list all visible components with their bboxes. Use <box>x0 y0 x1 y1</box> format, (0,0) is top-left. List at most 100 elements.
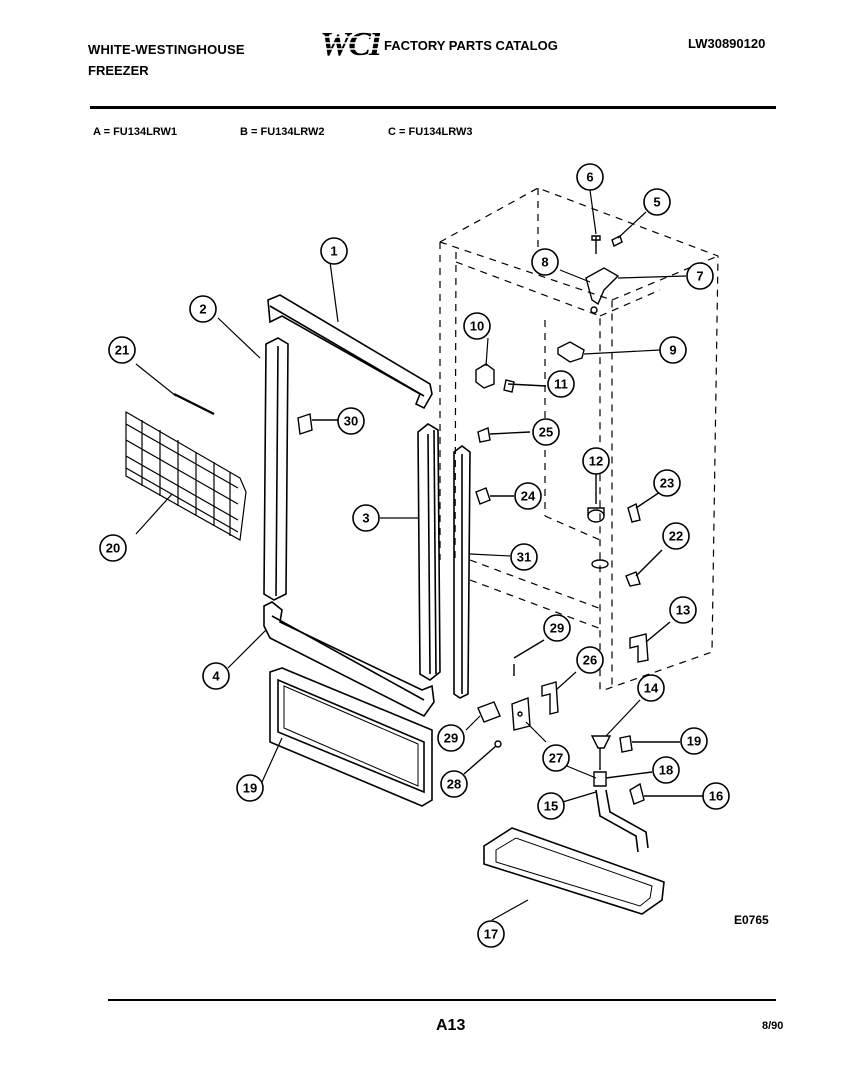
diagram-code: E0765 <box>734 913 769 927</box>
part-fitting-19-small <box>619 735 680 753</box>
callout-label-20: 20 <box>106 541 120 556</box>
callout-label-30: 30 <box>344 414 358 429</box>
callout-label-29a: 29 <box>550 621 564 636</box>
callout-7 <box>686 262 714 290</box>
page-number: A13 <box>436 1017 466 1034</box>
callout-26 <box>576 646 604 674</box>
catalog-title: FACTORY PARTS CATALOG <box>384 38 558 53</box>
callout-27 <box>542 744 570 772</box>
callout-label-8: 8 <box>541 255 548 270</box>
callout-label-19a: 19 <box>243 781 257 796</box>
part-clip-9 <box>557 341 585 363</box>
callout-label-1: 1 <box>330 244 337 259</box>
catalog-part-number: LW30890120 <box>688 36 766 51</box>
part-fitting-16 <box>629 782 708 805</box>
callout-label-4: 4 <box>212 669 220 684</box>
callout-24 <box>514 482 542 510</box>
part-grille <box>125 410 247 541</box>
callout-label-16: 16 <box>709 789 723 804</box>
part-kick-plate <box>269 667 433 807</box>
callout-label-14: 14 <box>644 681 659 696</box>
callout-label-3: 3 <box>362 511 369 526</box>
callout-label-18: 18 <box>659 763 673 778</box>
callout-label-27: 27 <box>549 751 563 766</box>
callout-17 <box>477 920 505 948</box>
part-gasket-strip <box>453 445 471 699</box>
callout-5 <box>643 188 671 216</box>
callout-label-31: 31 <box>517 550 531 565</box>
part-right-frame <box>417 423 441 681</box>
callout-labels: 1 2 3 4 5 6 7 8 9 10 11 12 13 14 15 16 1… <box>106 170 723 942</box>
part-knob-12 <box>587 474 605 523</box>
callouts <box>99 163 730 948</box>
callout-8 <box>531 248 559 276</box>
part-hinge-pin-29 <box>477 639 545 723</box>
callout-28 <box>440 770 468 798</box>
wci-logo: WCI <box>318 26 386 69</box>
callout-label-24: 24 <box>521 489 536 504</box>
part-bracket-26 <box>541 681 559 715</box>
part-thermostat-bracket <box>585 267 620 314</box>
model-c: C = FU134LRW3 <box>388 126 473 138</box>
callout-14 <box>637 674 665 702</box>
callout-label-28: 28 <box>447 777 461 792</box>
callout-29a <box>543 614 571 642</box>
brand-name: WHITE-WESTINGHOUSE <box>88 42 245 57</box>
callout-label-11: 11 <box>554 377 568 392</box>
footer-rule <box>108 999 776 1001</box>
part-hinge-27 <box>511 697 531 731</box>
part-fastener-24 <box>475 487 514 505</box>
callout-label-21: 21 <box>115 343 129 358</box>
callout-label-15: 15 <box>544 799 558 814</box>
callout-15 <box>537 792 565 820</box>
part-bracket-13 <box>629 621 671 663</box>
part-screw-11 <box>503 379 547 393</box>
callout-20 <box>99 534 127 562</box>
callout-18 <box>652 756 680 784</box>
callout-9 <box>659 336 687 364</box>
part-fitting-18 <box>593 771 653 787</box>
callout-label-17: 17 <box>484 927 498 942</box>
model-a: A = FU134LRW1 <box>93 126 178 138</box>
callout-label-13: 13 <box>676 603 690 618</box>
part-bottom-frame <box>263 601 435 718</box>
callout-label-29b: 29 <box>444 731 458 746</box>
wci-logo-mark: WCI <box>318 26 386 63</box>
callout-2 <box>189 295 217 323</box>
callout-label-26: 26 <box>583 653 597 668</box>
callout-16 <box>702 782 730 810</box>
callout-12 <box>582 447 610 475</box>
part-top-frame <box>267 294 433 410</box>
header-rule <box>90 106 776 109</box>
callout-22 <box>662 522 690 550</box>
part-drain-14 <box>590 735 612 770</box>
product-type: FREEZER <box>88 63 149 78</box>
callout-11 <box>547 370 575 398</box>
callout-31 <box>510 543 538 571</box>
callout-label-10: 10 <box>470 319 484 334</box>
callout-label-23: 23 <box>660 476 674 491</box>
part-clip-30 <box>297 413 338 435</box>
callout-label-6: 6 <box>586 170 593 185</box>
callout-6 <box>576 163 604 191</box>
part-drain-pan <box>483 827 665 915</box>
callout-label-12: 12 <box>589 454 603 469</box>
callout-label-19b: 19 <box>687 734 701 749</box>
callout-23 <box>653 469 681 497</box>
callout-label-25: 25 <box>539 425 553 440</box>
leader-lines <box>135 189 687 921</box>
callout-label-2: 2 <box>199 302 206 317</box>
callout-4 <box>202 662 230 690</box>
callout-29b <box>437 724 465 752</box>
part-clip-10 <box>475 363 495 389</box>
callout-13 <box>669 596 697 624</box>
callout-3 <box>352 504 380 532</box>
callout-21 <box>108 336 136 364</box>
part-clip-22 <box>591 549 663 587</box>
callout-19b <box>680 727 708 755</box>
callout-label-5: 5 <box>653 195 660 210</box>
wci-logo-text: WCI <box>320 26 380 60</box>
part-screw-28 <box>463 740 502 775</box>
